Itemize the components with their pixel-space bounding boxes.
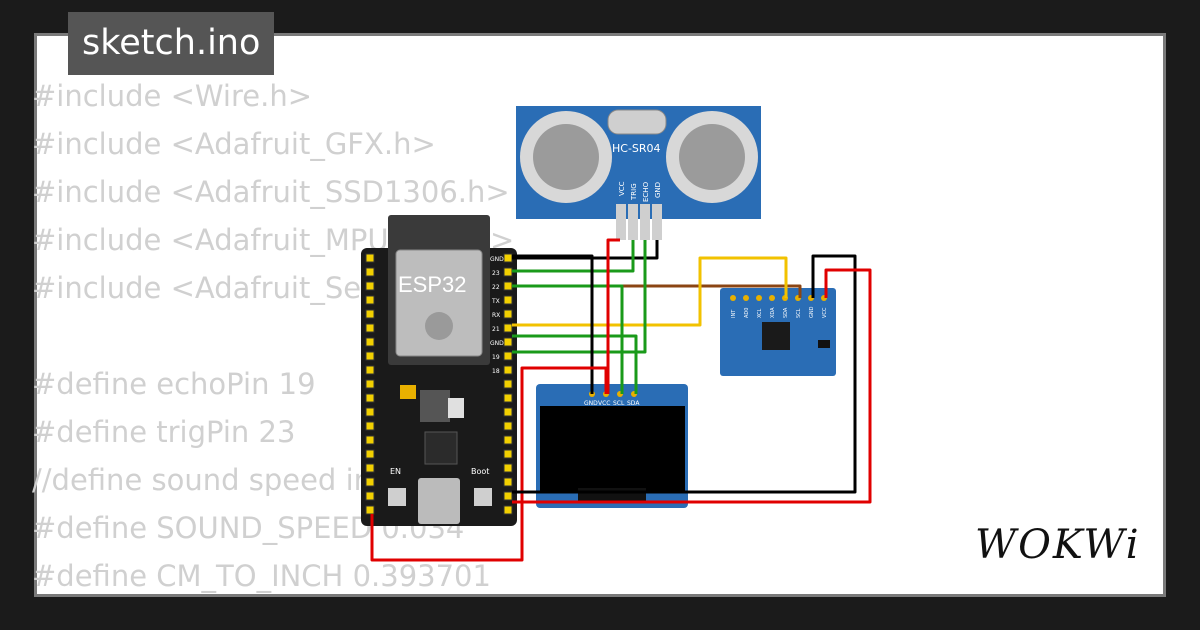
svg-text:ECHO: ECHO	[642, 181, 650, 202]
svg-text:SCL: SCL	[613, 400, 625, 407]
wire-green-trig	[512, 240, 635, 273]
ultrasonic-pins[interactable]	[616, 204, 662, 240]
esp32-right-pin-labels: GND 23 22 TX RX 21 GND 19 18	[490, 256, 504, 375]
wokwi-logo: WOKWi	[975, 522, 1141, 568]
wire-green-scl	[512, 284, 624, 394]
esp32-pins-left[interactable]	[365, 253, 375, 515]
wire-red-vcc-mpu	[512, 268, 872, 504]
svg-text:21: 21	[492, 326, 500, 333]
wires	[370, 238, 872, 562]
wire-black-gnd-ultrasonic	[512, 240, 659, 260]
mpu6050-module[interactable]: INT AD0 XCL XDA SDA SCL GND VCC	[720, 288, 836, 376]
code-line: #include <Wire.h>	[32, 79, 313, 113]
ultrasonic-label: HC-SR04	[612, 142, 661, 155]
boot-button[interactable]	[474, 488, 492, 506]
svg-text:SCL: SCL	[796, 308, 802, 318]
svg-text:SDA: SDA	[627, 400, 640, 407]
wire-green-sda	[512, 334, 638, 394]
svg-text:TX: TX	[491, 298, 500, 305]
en-label: EN	[390, 467, 401, 476]
svg-text:GND: GND	[809, 306, 815, 318]
wire-black-gnd-mpu	[512, 254, 857, 494]
svg-text:XCL: XCL	[757, 308, 763, 318]
svg-text:19: 19	[492, 354, 500, 361]
ultrasonic-pin-labels: VCC TRIG ECHO GND	[618, 181, 662, 202]
svg-text:GND: GND	[584, 400, 598, 407]
esp32-label: ESP32	[398, 272, 467, 297]
svg-text:VCC: VCC	[598, 400, 610, 407]
svg-text:23: 23	[492, 270, 500, 277]
code-line: #include <Adafruit_GFX.h>	[32, 127, 436, 161]
wire-green-echo	[512, 240, 647, 354]
svg-text:AD0: AD0	[744, 308, 750, 318]
svg-text:22: 22	[492, 284, 500, 291]
code-line: #include <Adafruit_SSD1306.h>	[32, 175, 510, 209]
en-button[interactable]	[388, 488, 406, 506]
file-tab[interactable]: sketch.ino	[68, 12, 275, 75]
espressif-logo-icon	[425, 312, 453, 340]
svg-text:18: 18	[492, 368, 500, 375]
svg-text:VCC: VCC	[822, 307, 828, 318]
usb-port-icon	[418, 478, 460, 524]
code-line: #define echoPin 19	[32, 367, 316, 401]
oled-pin-labels: GND VCC SCL SDA	[584, 400, 640, 407]
wire-black-gnd-oled	[512, 254, 594, 394]
svg-text:TRIG: TRIG	[630, 183, 638, 201]
wire-red-vcc-ultrasonic	[606, 238, 620, 394]
svg-text:GND: GND	[490, 256, 504, 263]
svg-text:INT: INT	[731, 309, 737, 318]
mpu-pin-labels: INT AD0 XCL XDA SDA SCL GND VCC	[731, 306, 828, 318]
wire-red-5v	[370, 366, 608, 562]
wire-yellow-mpu	[512, 256, 788, 327]
svg-text:GND: GND	[654, 182, 662, 198]
code-line: #define CM_TO_INCH 0.393701	[32, 559, 491, 593]
svg-text:RX: RX	[492, 312, 500, 319]
ultrasonic-sensor[interactable]: HC-SR04 VCC TRIG ECHO GND	[516, 106, 761, 240]
oled-display[interactable]: GND VCC SCL SDA	[536, 384, 688, 508]
svg-text:GND: GND	[490, 340, 504, 347]
oled-screen	[540, 406, 685, 492]
svg-text:VCC: VCC	[618, 181, 626, 196]
code-line: #define trigPin 23	[32, 415, 296, 449]
boot-label: Boot	[471, 467, 489, 476]
svg-text:XDA: XDA	[770, 307, 776, 318]
esp32-board[interactable]: ESP32 EN Boot GND	[361, 215, 517, 526]
svg-text:SDA: SDA	[783, 307, 789, 318]
